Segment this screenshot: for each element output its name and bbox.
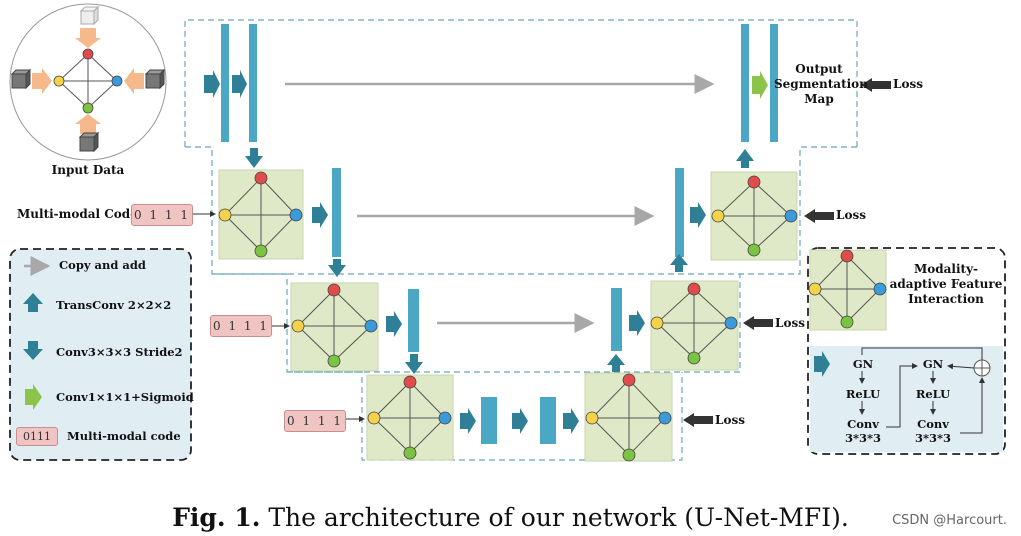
conv-arrow xyxy=(232,70,247,98)
feature-bar xyxy=(770,24,778,142)
up-arrow xyxy=(670,254,688,272)
feature-bar xyxy=(481,397,497,444)
output-label-line3: Map xyxy=(804,92,834,106)
feature-bar xyxy=(675,168,684,257)
modality-node-red xyxy=(82,48,94,60)
modality-node-blue xyxy=(111,75,123,87)
conv-arrow xyxy=(512,408,528,434)
conv-arrow xyxy=(204,70,220,98)
input-data-figure xyxy=(9,3,167,161)
figure-caption: Fig. 1. The architecture of our network … xyxy=(0,503,1021,532)
loss-arrow xyxy=(861,78,891,92)
output-label-line1: Output xyxy=(795,62,843,76)
level-1 xyxy=(204,24,891,142)
multimodal-code-level-4: 0 1 1 1 xyxy=(284,410,346,432)
legend-sigmoid-icon xyxy=(25,384,42,410)
conv-arrow xyxy=(312,202,328,228)
module-conv-2: Conv xyxy=(917,417,949,431)
level-4-box xyxy=(287,371,683,461)
legend-code-sample: 0111 xyxy=(16,427,58,446)
legend-transconv-icon xyxy=(23,293,43,312)
architecture-diagram xyxy=(9,3,1006,462)
module-gn-1: GN xyxy=(852,357,874,371)
loss-label-level-4: Loss xyxy=(715,413,745,427)
level-2 xyxy=(193,168,834,261)
loss-label-level-2: Loss xyxy=(836,208,866,222)
module-kernel-2: 3*3*3 xyxy=(914,431,952,445)
legend-transconv-label: TransConv 2×2×2 xyxy=(56,298,172,312)
loss-label-level-1: Loss xyxy=(893,77,923,91)
conv-arrow xyxy=(563,408,579,434)
level-3 xyxy=(272,280,773,372)
legend-conv-stride-label: Conv3×3×3 Stride2 xyxy=(56,345,183,359)
legend-code-label: Multi-modal code xyxy=(67,429,181,443)
watermark: CSDN @Harcourt. xyxy=(892,513,1007,528)
feature-bar xyxy=(408,289,419,352)
level-2-box xyxy=(185,146,857,275)
module-relu-2: ReLU xyxy=(915,387,951,401)
sigmoid-arrow xyxy=(752,71,768,99)
module-relu-1: ReLU xyxy=(845,387,881,401)
feature-bar xyxy=(741,24,749,142)
feature-bar xyxy=(611,288,622,351)
loss-arrow xyxy=(743,316,773,330)
down-arrow xyxy=(245,148,263,168)
loss-arrow xyxy=(804,209,834,223)
down-arrow xyxy=(405,354,423,374)
legend-copy-add-label: Copy and add xyxy=(59,258,146,272)
conv-arrow xyxy=(386,311,402,337)
mfi-module-panel xyxy=(807,247,1006,455)
up-arrow xyxy=(736,149,754,168)
conv-arrow xyxy=(629,310,645,336)
output-label-line2: Segmentation xyxy=(774,77,868,91)
legend-panel xyxy=(9,248,192,461)
module-kernel-1: 3*3*3 xyxy=(844,431,882,445)
level-4 xyxy=(345,372,713,462)
legend-sigmoid-label: Conv1×1×1+Sigmoid xyxy=(56,390,194,404)
multimodal-code-label: Multi-modal Code xyxy=(17,207,138,221)
feature-bar xyxy=(221,24,229,142)
multimodal-code-level-2: 0 1 1 1 xyxy=(131,204,193,226)
module-title-line1: Modality- xyxy=(913,262,979,276)
input-data-label: Input Data xyxy=(51,163,125,177)
conv-arrow xyxy=(460,408,476,434)
feature-bar xyxy=(540,397,556,444)
modality-node-yellow xyxy=(53,75,65,87)
conv-arrow xyxy=(690,202,706,228)
figure-number: Fig. 1. xyxy=(172,503,261,532)
modality-node-green xyxy=(82,102,94,114)
legend-conv-stride-icon xyxy=(23,341,43,360)
feature-bar xyxy=(249,24,257,142)
loss-label-level-3: Loss xyxy=(775,316,805,330)
input-arrows xyxy=(32,28,144,134)
feature-bar xyxy=(332,168,341,257)
loss-arrow xyxy=(683,413,713,427)
level-1-box xyxy=(184,19,858,147)
up-arrow xyxy=(607,354,625,372)
module-title-line2: adaptive Feature xyxy=(889,277,1003,291)
module-title: Modality- adaptive Feature Interaction xyxy=(886,262,1006,307)
module-conv-1: Conv xyxy=(847,417,879,431)
input-cubes xyxy=(10,5,166,153)
output-label: Output Segmentation Map xyxy=(774,62,868,107)
down-arrow xyxy=(328,259,346,277)
figure-caption-text: The architecture of our network (U-Net-M… xyxy=(268,503,849,532)
module-gn-2: GN xyxy=(922,357,944,371)
module-title-line3: Interaction xyxy=(908,292,984,306)
multimodal-code-level-3: 0 1 1 1 xyxy=(210,315,272,337)
